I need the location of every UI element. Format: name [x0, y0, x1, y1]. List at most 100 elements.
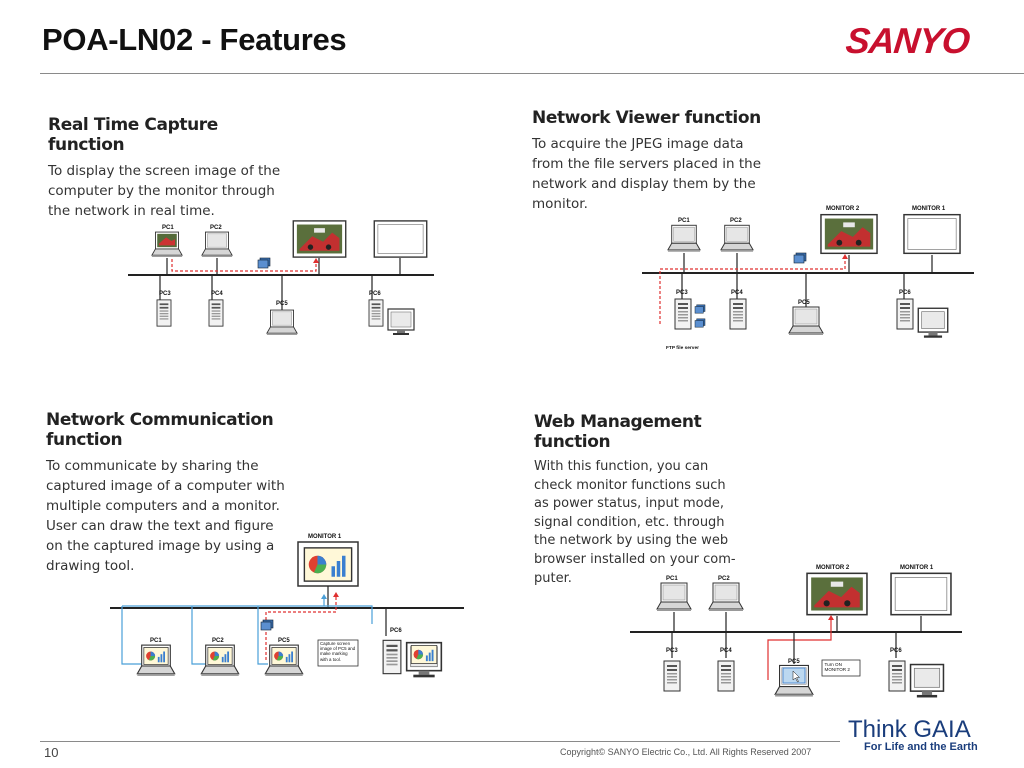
capture-path: [171, 259, 317, 272]
label-pc2: PC2: [210, 225, 222, 231]
pc1-laptop-icon: [136, 644, 176, 677]
label-pc3: PC3: [666, 648, 678, 654]
slide-title: POA-LN02 - Features: [42, 22, 347, 57]
network-device-icon: [793, 252, 807, 264]
monitor-empty-icon: [373, 220, 428, 258]
network-device-icon: [257, 257, 271, 269]
panel-web-management: Web Management function With this functi…: [534, 412, 744, 588]
pc2-laptop-icon: [708, 582, 744, 612]
callout-text: Capture screen image of PC5 and make mar…: [320, 641, 356, 662]
diagram-web-management: MONITOR 2 MONITOR 1 PC1 PC2 PC3 PC4 PC5 …: [630, 565, 962, 699]
panel-body: With this function, you can check monito…: [534, 459, 736, 586]
label-pc6: PC6: [899, 290, 911, 296]
pc3-tower-icon: [674, 298, 692, 330]
label-monitor2: MONITOR 2: [826, 206, 860, 212]
label-monitor1: MONITOR 1: [308, 534, 342, 540]
page-number: 10: [44, 745, 59, 760]
chart-screen-icon: [303, 547, 353, 582]
think-gaia-tagline: For Life and the Earth: [864, 741, 978, 753]
panel-network-communication: Network Communication function To commun…: [46, 410, 286, 576]
label-pc4: PC4: [731, 290, 743, 296]
panel-body: To acquire the JPEG image data from the …: [532, 136, 761, 212]
pc1-laptop-icon: [667, 224, 701, 253]
panel-network-viewer: Network Viewer function To acquire the J…: [532, 108, 772, 214]
cursor-icon: [792, 670, 801, 683]
pc6-tower-icon: [368, 299, 384, 327]
pc5-laptop-icon: [788, 306, 824, 336]
panel-body: To display the screen image of the compu…: [48, 163, 281, 219]
label-pc4: PC4: [211, 291, 223, 297]
pc5-laptop-icon: [774, 664, 814, 698]
callout-text: Turn ON MONITOR 2: [824, 661, 850, 672]
panel-title: Network Viewer function: [532, 108, 761, 128]
label-pc5: PC5: [276, 301, 288, 307]
pc6-monitor-icon: [387, 308, 415, 336]
network-device-icon: [260, 619, 274, 631]
label-pc5: PC5: [788, 659, 800, 665]
pc5-laptop-icon: [264, 644, 304, 677]
pc4-tower-icon: [729, 298, 747, 330]
lan-link: [257, 606, 268, 665]
label-monitor1: MONITOR 1: [900, 565, 934, 571]
pc1-laptop-icon: [656, 582, 692, 612]
monitor2-image-icon: [820, 213, 878, 255]
pc6-monitor-icon: [405, 641, 443, 679]
label-pc5: PC5: [798, 300, 810, 306]
lan-link: [191, 606, 206, 665]
panel-real-time-capture: Real Time Capture function To display th…: [48, 115, 288, 221]
panel-title: Real Time Capture function: [48, 115, 218, 155]
pc1-laptop-icon: [151, 231, 183, 258]
panel-title: Network Communication function: [46, 410, 274, 450]
diagram-real-time-capture: PC1 PC2 PC3 PC4 PC5 PC6: [128, 220, 434, 336]
monitor2-image-icon: [806, 572, 868, 616]
monitor-image-icon: [292, 220, 347, 258]
label-pc1: PC1: [150, 638, 162, 644]
label-pc6: PC6: [390, 628, 402, 634]
think-gaia-logo: Think GAIA: [848, 716, 971, 743]
top-divider: [40, 73, 1024, 74]
pc2-laptop-icon: [720, 224, 754, 253]
copyright-text: Copyright© SANYO Electric Co., Ltd. All …: [560, 747, 812, 757]
lan-link: [122, 605, 373, 624]
pc2-laptop-icon: [200, 644, 240, 677]
panel-title: Web Management function: [534, 412, 702, 452]
jpeg-path: [659, 258, 846, 324]
bottom-divider: [40, 741, 840, 742]
sanyo-logo: SANYO: [843, 20, 972, 61]
pc6-monitor-icon: [917, 307, 949, 339]
label-pc1: PC1: [666, 576, 678, 582]
diagram-network-viewer: MONITOR 2 MONITOR 1 PC1 PC2 PC3 PC4 PC5 …: [642, 206, 974, 351]
label-pc1: PC1: [678, 218, 690, 224]
label-ftp-server: FTP file server: [666, 345, 699, 351]
pc6-tower-icon: [888, 660, 906, 692]
label-pc3: PC3: [676, 290, 688, 296]
label-pc1: PC1: [162, 225, 174, 231]
callout-box: [821, 659, 861, 677]
pc2-laptop-icon: [201, 231, 233, 258]
monitor1-empty-icon: [903, 213, 961, 255]
label-pc4: PC4: [720, 648, 732, 654]
pc6-tower-icon: [896, 298, 914, 330]
pc6-monitor-icon: [909, 663, 945, 699]
label-pc6: PC6: [369, 291, 381, 297]
pc6-tower-icon: [382, 639, 402, 675]
diagram-network-communication: MONITOR 1 PC1 PC2 PC5 PC6 Capture screen…: [110, 534, 464, 679]
label-monitor1: MONITOR 1: [912, 206, 946, 212]
pc4-tower-icon: [717, 660, 735, 692]
panel-body: To communicate by sharing the captured i…: [46, 458, 285, 574]
label-pc3: PC3: [159, 291, 171, 297]
label-pc2: PC2: [212, 638, 224, 644]
pc4-tower-icon: [208, 299, 224, 327]
pc3-tower-icon: [156, 299, 172, 327]
pc3-tower-icon: [663, 660, 681, 692]
pc5-laptop-icon: [266, 309, 298, 336]
label-pc6: PC6: [890, 648, 902, 654]
monitor1-empty-icon: [890, 572, 952, 616]
lan-link: [121, 606, 142, 665]
label-pc2: PC2: [730, 218, 742, 224]
label-pc5: PC5: [278, 638, 290, 644]
ftp-storage-icon: [694, 304, 706, 314]
label-pc2: PC2: [718, 576, 730, 582]
ftp-storage-icon: [694, 318, 706, 328]
callout-box: [317, 639, 359, 667]
